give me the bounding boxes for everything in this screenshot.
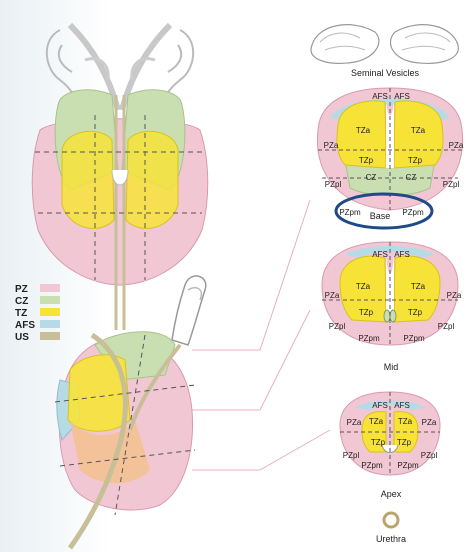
apex-label-afs-right: AFS	[394, 401, 410, 410]
caption-base: Base	[370, 211, 391, 221]
mid-label-pzpl-left: PZpl	[329, 322, 346, 331]
urethra-section: Urethra	[376, 513, 406, 544]
mid-label-tzp-right: TZp	[408, 308, 423, 317]
base-label-cz-left: CZ	[366, 173, 377, 182]
legend-swatch-cz	[40, 296, 60, 304]
seminal-vesicles: Seminal Vesicles	[311, 25, 458, 78]
mid-label-pzpl-right: PZpl	[438, 322, 455, 331]
base-label-tzp-right: TZp	[408, 156, 423, 165]
apex-label-pza-left: PZa	[347, 418, 362, 427]
section-apex: AFS AFS PZa PZa TZa TZa TZp TZp PZpl PZp…	[340, 392, 440, 499]
legend: PZ CZ TZ AFS US	[15, 284, 60, 343]
caption-apex: Apex	[381, 489, 402, 499]
mid-label-afs-right: AFS	[394, 250, 410, 259]
mid-label-pzpm-right: PZpm	[403, 334, 425, 343]
section-base: AFS AFS TZa TZa PZa PZa TZp TZp CZ CZ PZ…	[317, 88, 463, 228]
apex-label-pzpl-left: PZpl	[343, 451, 360, 460]
base-label-afs-left: AFS	[372, 92, 388, 101]
apex-label-pzpl-right: PZpl	[421, 451, 438, 460]
apex-label-pzpm-left: PZpm	[361, 461, 383, 470]
base-label-pzpm-left: PZpm	[339, 208, 361, 217]
caption-urethra: Urethra	[376, 534, 406, 544]
base-label-tza-right: TZa	[411, 126, 426, 135]
section-mid: AFS AFS TZa TZa PZa PZa TZp TZp PZpl PZp…	[322, 242, 462, 372]
mid-label-pza-left: PZa	[325, 291, 340, 300]
base-label-pza-left: PZa	[324, 141, 339, 150]
base-label-pzpm-right: PZpm	[402, 208, 424, 217]
legend-swatch-tz	[40, 308, 60, 316]
apex-label-pza-right: PZa	[422, 418, 437, 427]
legend-label-cz: CZ	[15, 296, 28, 307]
base-label-pzpl-right: PZpl	[443, 180, 460, 189]
legend-label-afs: AFS	[15, 320, 35, 331]
caption-mid: Mid	[384, 362, 399, 372]
apex-label-tzp-left: TZp	[371, 438, 386, 447]
coronal-tz	[62, 131, 114, 228]
mid-label-tza-right: TZa	[411, 282, 426, 291]
legend-swatch-pz	[40, 284, 60, 292]
urethra-ring	[384, 513, 398, 527]
base-label-pza-right: PZa	[449, 141, 464, 150]
mid-label-tzp-left: TZp	[359, 308, 374, 317]
base-label-tzp-left: TZp	[359, 156, 374, 165]
mid-label-tza-left: TZa	[356, 282, 371, 291]
legend-swatch-afs	[40, 320, 60, 328]
apex-label-pzpm-right: PZpm	[397, 461, 419, 470]
apex-label-tza-right: TZa	[398, 417, 413, 426]
base-label-pzpl-left: PZpl	[325, 180, 342, 189]
mid-label-afs-left: AFS	[372, 250, 388, 259]
sagittal-view	[55, 276, 206, 548]
apex-label-tza-left: TZa	[369, 417, 384, 426]
caption-seminal-vesicles: Seminal Vesicles	[351, 68, 420, 78]
apex-label-tzp-right: TZp	[397, 438, 412, 447]
legend-label-tz: TZ	[15, 308, 27, 319]
base-label-afs-right: AFS	[394, 92, 410, 101]
legend-label-us: US	[15, 332, 29, 343]
mid-label-pza-right: PZa	[447, 291, 462, 300]
apex-label-afs-left: AFS	[372, 401, 388, 410]
mid-label-pzpm-left: PZpm	[358, 334, 380, 343]
legend-swatch-us	[40, 332, 60, 340]
base-label-cz-right: CZ	[406, 173, 417, 182]
legend-label-pz: PZ	[15, 284, 28, 295]
connector-lines	[192, 200, 330, 470]
base-label-tza-left: TZa	[356, 126, 371, 135]
